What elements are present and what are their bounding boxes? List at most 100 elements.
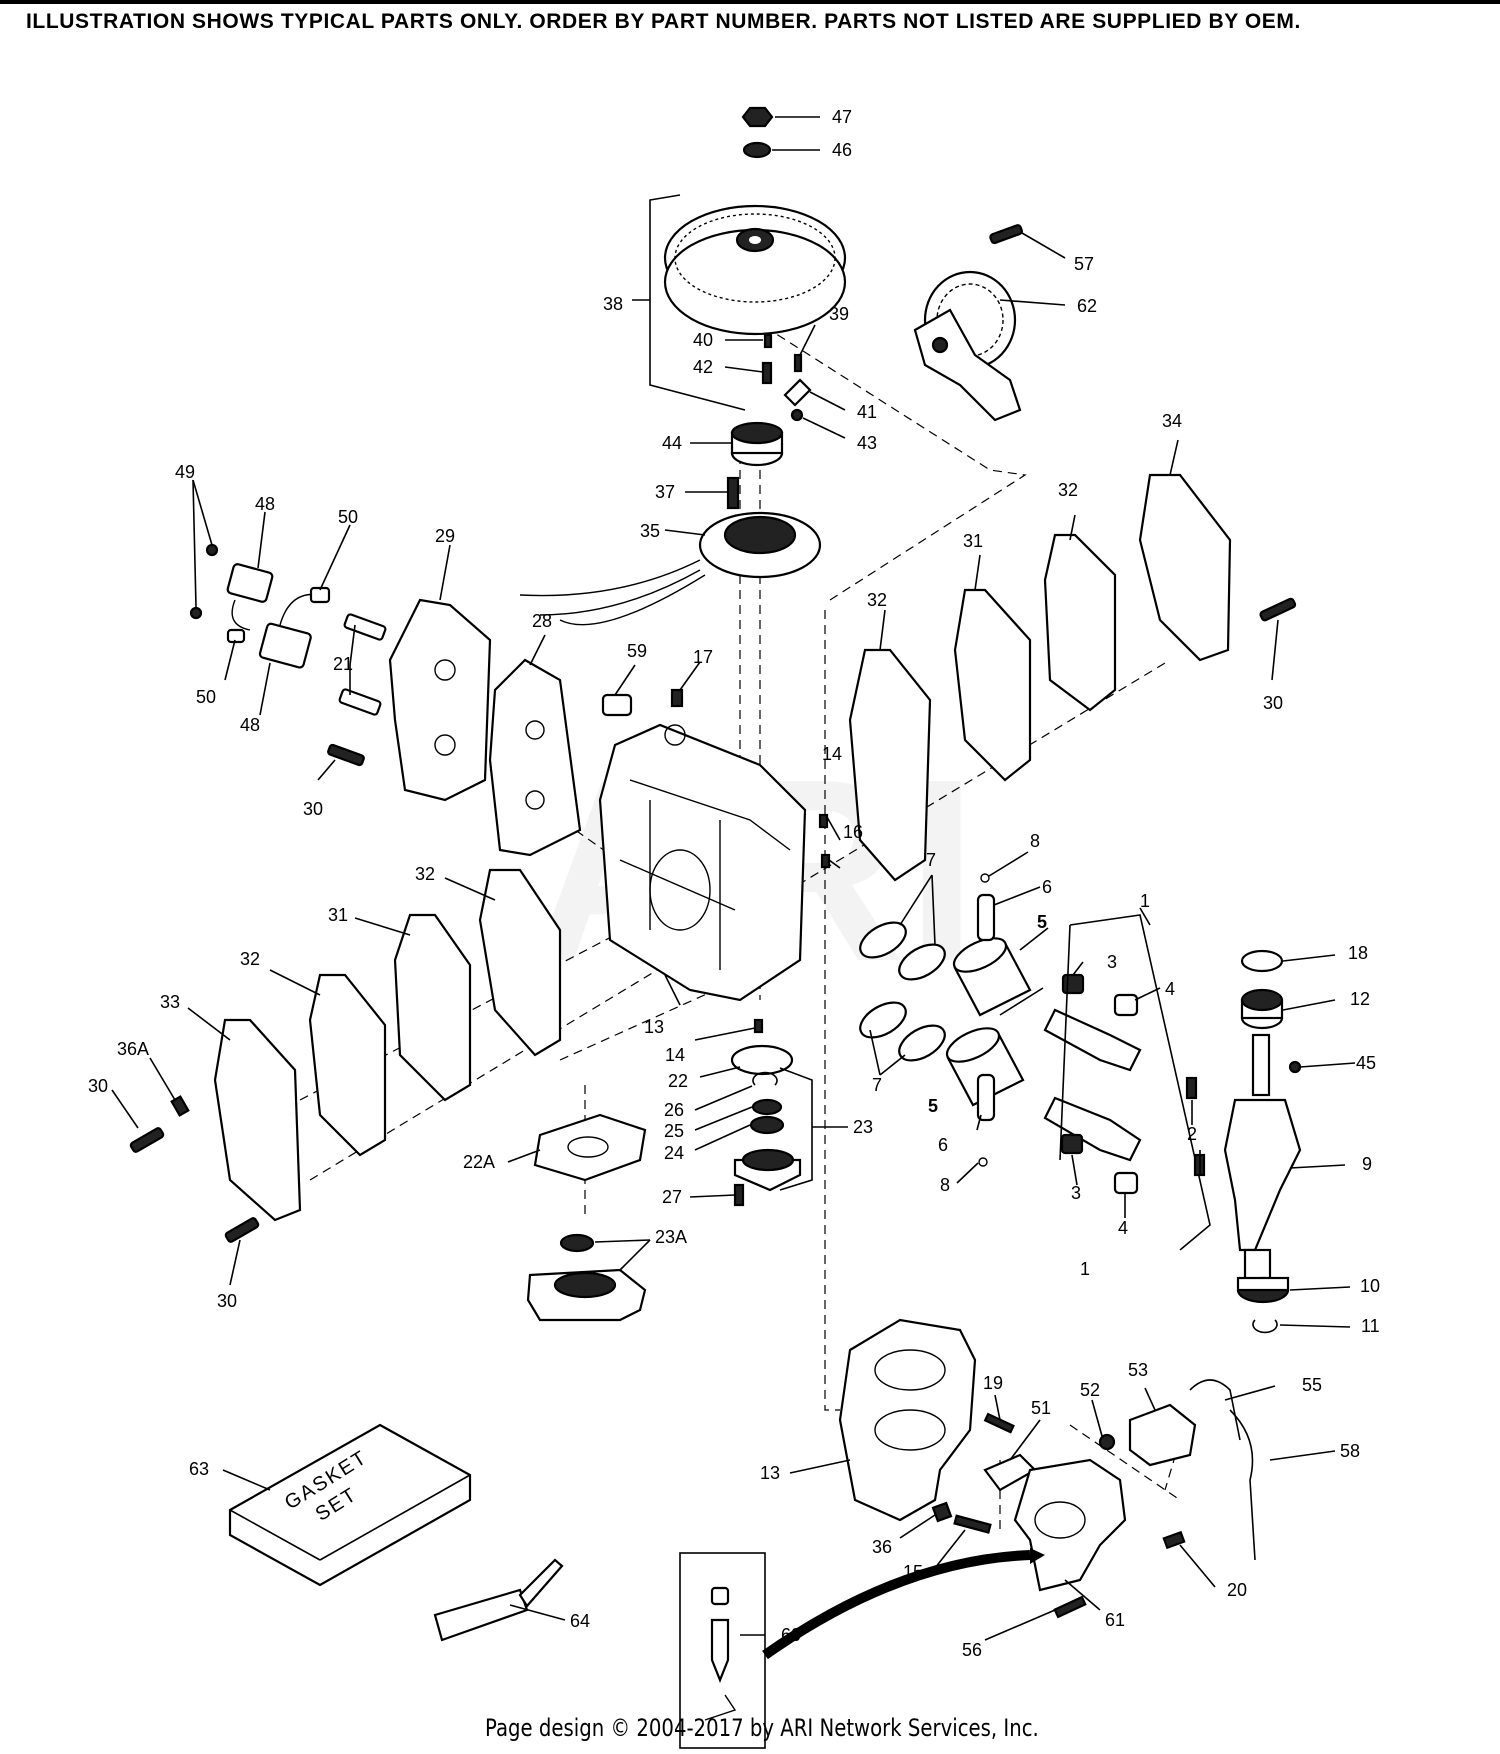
clip-8-upper [980, 873, 990, 883]
nut-52 [1098, 1433, 1116, 1451]
callout-61: 61 [1105, 1610, 1125, 1630]
clip-36A [170, 1095, 190, 1117]
callout-27: 27 [662, 1187, 682, 1207]
boot-50-upper [309, 586, 331, 604]
callout-1-upper: 1 [1140, 891, 1150, 911]
callout-7-upper: 7 [926, 850, 936, 870]
stud-19 [983, 1412, 1015, 1434]
bearing-10 [1236, 1276, 1290, 1304]
key-45 [1288, 1060, 1302, 1074]
callout-7-lower: 7 [872, 1075, 882, 1095]
callout-45: 45 [1356, 1053, 1376, 1073]
callout-47: 47 [832, 107, 852, 127]
callout-14-upper: 14 [822, 744, 842, 764]
screw-57 [989, 224, 1023, 245]
flywheel-hub [730, 421, 784, 467]
callout-30-left-lower: 30 [217, 1291, 237, 1311]
callout-35: 35 [640, 521, 660, 541]
callout-34: 34 [1162, 411, 1182, 431]
washer-25 [751, 1098, 783, 1116]
crankshaft [1223, 1033, 1302, 1297]
callout-39: 39 [829, 304, 849, 324]
ignition-coil-lower [258, 593, 321, 669]
flywheel-nut [741, 106, 774, 128]
callout-5-upper: 5 [1037, 912, 1047, 932]
callout-33: 33 [160, 992, 180, 1012]
callout-32-far-left: 32 [240, 949, 260, 969]
washer-43 [790, 408, 804, 422]
callout-48-lower: 48 [240, 715, 260, 735]
lever-41 [783, 378, 812, 407]
fitting-20 [1162, 1530, 1186, 1550]
callout-4-lower: 4 [1118, 1218, 1128, 1238]
callout-10: 10 [1360, 1276, 1380, 1296]
flywheel [663, 204, 847, 336]
callout-15: 15 [903, 1562, 923, 1582]
needle-valve-inset [679, 1548, 1045, 1749]
callout-37: 37 [655, 482, 675, 502]
callout-2: 2 [1187, 1124, 1197, 1144]
gasket-31-upper-right [953, 588, 1032, 782]
callout-19: 19 [983, 1373, 1003, 1393]
spark-plug-upper [343, 613, 387, 641]
parts-notice: ILLUSTRATION SHOWS TYPICAL PARTS ONLY. O… [26, 10, 1301, 33]
callout-22A: 22A [463, 1152, 495, 1172]
connecting-rod-lower [1043, 1096, 1142, 1195]
cylinder-block-lower-view [838, 1318, 977, 1522]
screw-27 [733, 1183, 745, 1207]
gasket-32-left-b [308, 973, 387, 1157]
callout-31-right: 31 [963, 531, 983, 551]
callout-numbers: 47 46 57 62 38 39 40 42 41 43 44 37 35 4… [88, 107, 1380, 1660]
callout-13-block: 13 [644, 1017, 664, 1037]
cover-33 [213, 1018, 302, 1222]
callout-30-right: 30 [1263, 693, 1283, 713]
callout-32-left: 32 [415, 864, 435, 884]
rod-bracket-lines [1059, 914, 1211, 1251]
screw-30-left-upper [327, 743, 365, 767]
starter-assembly [913, 270, 1022, 422]
callout-53: 53 [1128, 1360, 1148, 1380]
top-rule [0, 0, 1500, 4]
gasket-32-upper-right-b [1043, 533, 1117, 712]
boot-50-lower [226, 628, 246, 644]
fuel-pump-53 [1128, 1403, 1197, 1467]
ignition-coil-upper [226, 563, 274, 631]
seal-housing-23A [526, 1268, 647, 1322]
dowel-14-upper [818, 813, 829, 829]
snap-ring-11 [1252, 1319, 1278, 1334]
callout-6-upper: 6 [1042, 877, 1052, 897]
callout-43: 43 [857, 433, 877, 453]
ring-7-lower-a [859, 1001, 907, 1039]
callout-64: 64 [570, 1611, 590, 1631]
callout-16: 16 [843, 822, 863, 842]
callout-18: 18 [1348, 943, 1368, 963]
cylinder-block [598, 723, 807, 1002]
connecting-rod-upper [1043, 973, 1142, 1072]
screw-49-lower [189, 606, 203, 620]
clip-36 [931, 1501, 953, 1523]
callout-14-lower: 14 [665, 1045, 685, 1065]
callout-17: 17 [693, 647, 713, 667]
callout-6-lower: 6 [938, 1135, 948, 1155]
gasket-32-left-a [478, 868, 562, 1057]
screw-30-right [1259, 597, 1297, 622]
screw-49-upper [205, 543, 219, 557]
callout-50-upper: 50 [338, 507, 358, 527]
rod-screw-upper [1185, 1076, 1198, 1100]
callout-52: 52 [1080, 1380, 1100, 1400]
fuel-line-55 [1189, 1379, 1241, 1441]
callout-4-upper: 4 [1165, 979, 1175, 999]
callout-62: 62 [1077, 296, 1097, 316]
gasket-32-upper-right-a [848, 648, 932, 882]
sealant-tube [433, 1558, 564, 1642]
callout-26: 26 [664, 1100, 684, 1120]
seal-24 [749, 1115, 785, 1135]
pin-16 [820, 853, 831, 869]
seal-18 [1240, 949, 1284, 973]
clip-8-lower [978, 1157, 988, 1167]
callout-30-left-mid: 30 [88, 1076, 108, 1096]
screw-37 [726, 476, 740, 510]
wrist-pin-upper [976, 893, 996, 942]
callout-59: 59 [627, 641, 647, 661]
